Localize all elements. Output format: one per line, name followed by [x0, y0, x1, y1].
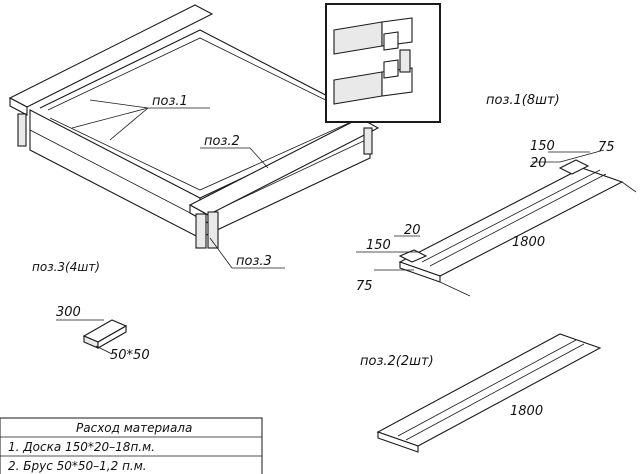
post-pos3 [56, 319, 128, 355]
board-pos1-groove [421, 169, 601, 263]
board-pos1-groove-2 [429, 173, 607, 267]
leader-pos1-a [89, 99, 149, 109]
dim-post-length: 300 [56, 305, 81, 320]
seat-board-back-end [9, 97, 28, 116]
table-row-2: 2. Брус 50*50–1,2 п.м. [8, 459, 147, 473]
corner-post-front-2 [207, 211, 219, 249]
dim-ext-b [621, 181, 637, 193]
dim-board1-thick: 20 [530, 156, 547, 171]
dim-board1-step: 75 [598, 140, 615, 155]
inset-post [399, 49, 411, 73]
board-pos2 [376, 333, 602, 453]
box-back-walls [39, 29, 371, 119]
label-pos3: поз.3 [236, 254, 272, 269]
leader-pos1-c [109, 107, 149, 141]
dim-post-section: 50*50 [110, 348, 150, 363]
post-side [97, 325, 127, 349]
table-row-1: 1. Доска 150*20–18п.м. [8, 440, 155, 454]
sandbox-box [8, 4, 380, 249]
leader-pos2 [249, 147, 269, 169]
board-pos1 [398, 159, 624, 283]
dim-leader-section [95, 345, 113, 355]
board-pos2-edge [377, 431, 419, 453]
dim-line-75-top [559, 149, 605, 163]
corner-post-front [195, 213, 207, 249]
table-title: Расход материала [76, 421, 192, 435]
box-back-inner [47, 37, 363, 119]
label-pos2: поз.2 [204, 134, 240, 149]
corner-post-left [17, 113, 27, 147]
board-pos1-face [398, 167, 624, 277]
dim-board1b-thick: 20 [404, 223, 421, 238]
dim-board1-width: 150 [530, 139, 555, 154]
inset-notch-bottom [383, 59, 399, 79]
box-inner-floor [49, 117, 361, 191]
leader-pos3 [209, 237, 233, 269]
seat-board-back [8, 4, 214, 108]
label-pos2-count: поз.2(2шт) [360, 354, 434, 369]
joint-detail-inset [325, 3, 441, 123]
corner-post-right [363, 127, 373, 155]
material-table [0, 417, 263, 474]
dim-ext-a [439, 281, 471, 297]
label-pos3-count: поз.3(4шт) [32, 260, 100, 274]
board-pos2-groove-2 [405, 343, 585, 441]
label-pos1: поз.1 [152, 94, 188, 109]
box-left-wall-seam [29, 129, 201, 219]
board-pos1-notch-top [558, 159, 590, 175]
dim-board2-length: 1800 [510, 404, 543, 419]
inset-notch-top [383, 31, 399, 51]
table-frame [0, 417, 263, 474]
dim-board1b-step: 75 [356, 279, 373, 294]
dim-board1-length: 1800 [512, 235, 545, 250]
dim-board1b-width: 150 [366, 238, 391, 253]
label-pos1-count: поз.1(8шт) [486, 93, 560, 108]
board-pos1-dims [356, 149, 637, 297]
leader-pos1-b [71, 107, 149, 129]
board-pos2-groove [397, 339, 577, 437]
leaders [71, 99, 285, 269]
